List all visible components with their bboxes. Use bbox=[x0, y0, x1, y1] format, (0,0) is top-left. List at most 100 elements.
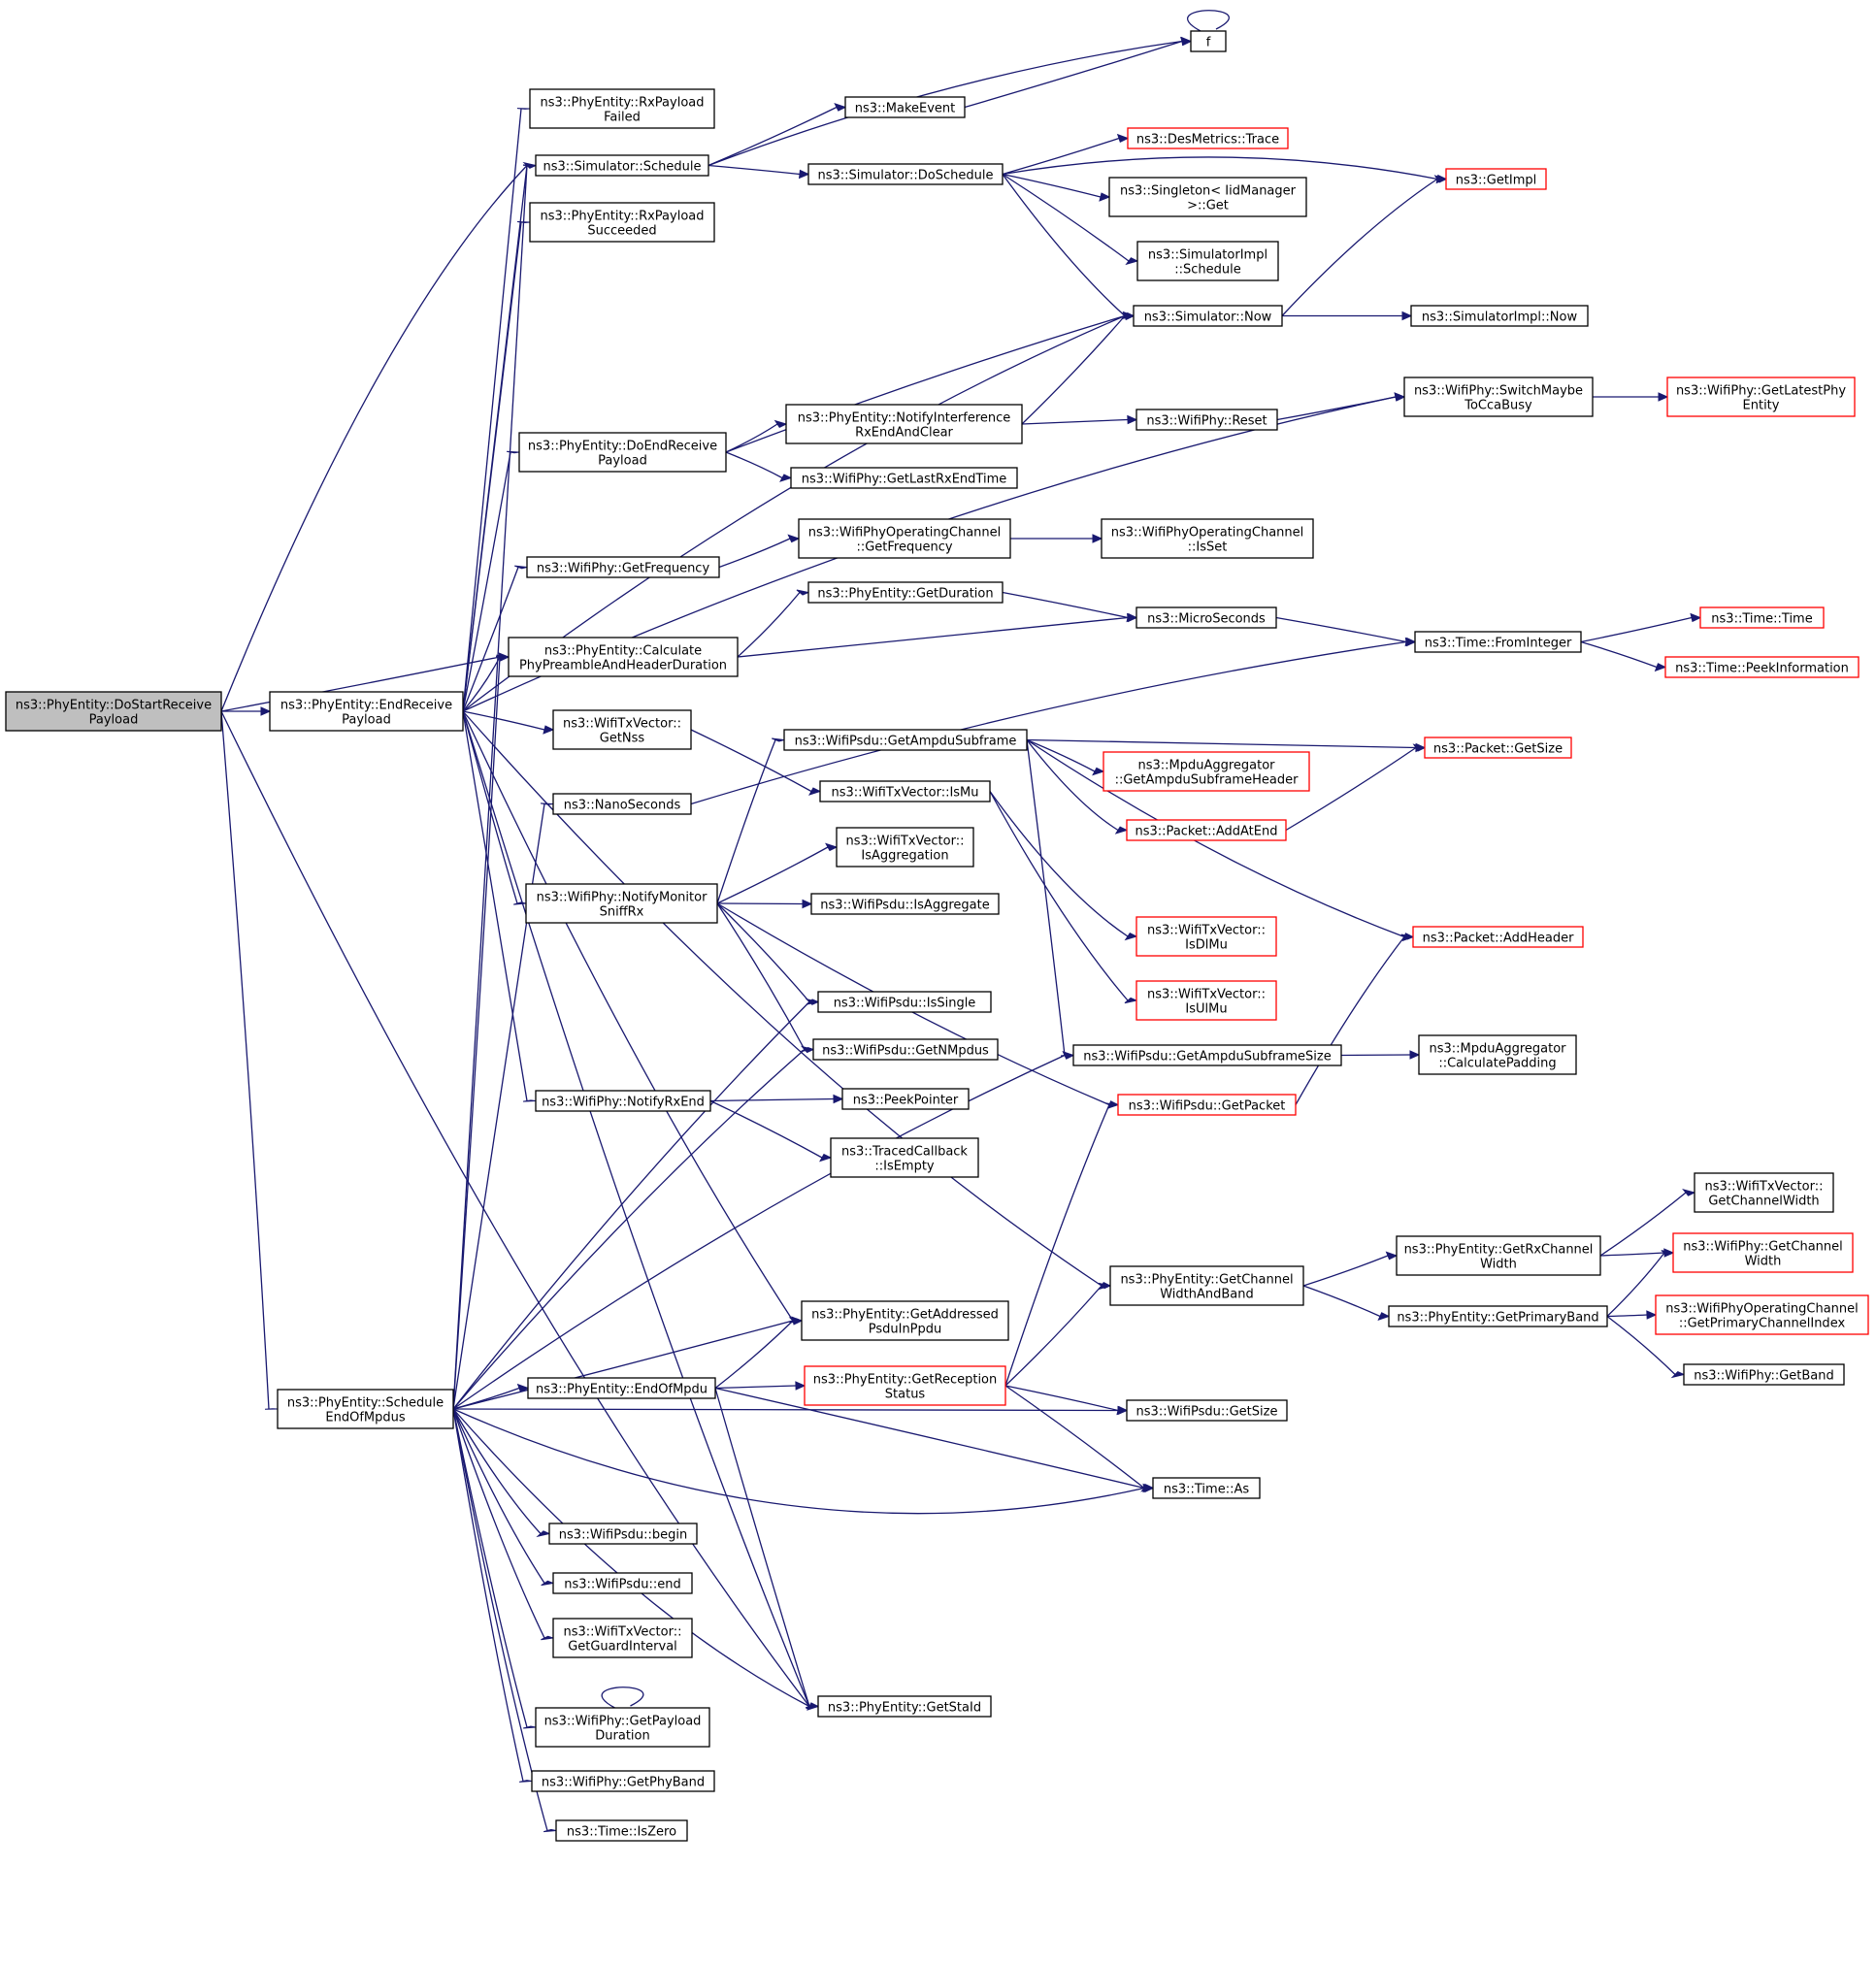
node-isaggregate[interactable]: ns3::WifiPsdu::IsAggregate bbox=[810, 893, 1000, 915]
node-label-line: ns3::WifiPhy::GetFrequency bbox=[537, 562, 710, 576]
node-fromint[interactable]: ns3::Time::FromInteger bbox=[1414, 631, 1582, 653]
node-sim_sched[interactable]: ns3::Simulator::Schedule bbox=[535, 154, 709, 177]
node-getnmpdus[interactable]: ns3::WifiPsdu::GetNMpdus bbox=[812, 1038, 999, 1061]
node-isdlmu[interactable]: ns3::WifiTxVector::IsDlMu bbox=[1135, 916, 1277, 957]
node-notifyrxend[interactable]: ns3::WifiPhy::NotifyRxEnd bbox=[535, 1090, 711, 1112]
call-edge-getfreq-to-opch_getfreq bbox=[718, 534, 801, 569]
node-box bbox=[790, 467, 1018, 489]
node-desmetrics[interactable]: ns3::DesMetrics::Trace bbox=[1127, 127, 1289, 149]
node-getband[interactable]: ns3::WifiPhy::GetBand bbox=[1683, 1363, 1845, 1386]
node-pktsize[interactable]: ns3::Packet::GetSize bbox=[1424, 737, 1572, 759]
node-timetime[interactable]: ns3::Time::Time bbox=[1699, 606, 1825, 629]
node-box bbox=[1127, 127, 1289, 149]
node-label-line: ns3::WifiPsdu::IsSingle bbox=[834, 997, 976, 1011]
node-microsec[interactable]: ns3::MicroSeconds bbox=[1135, 606, 1277, 629]
node-ampdusubsize[interactable]: ns3::WifiPsdu::GetAmpduSubframeSize bbox=[1072, 1044, 1342, 1066]
call-edge-sched_eom-to-getphyband bbox=[452, 1408, 533, 1783]
node-box bbox=[555, 1819, 688, 1842]
node-timeas[interactable]: ns3::Time::As bbox=[1152, 1477, 1261, 1499]
node-iszero[interactable]: ns3::Time::IsZero bbox=[555, 1819, 688, 1842]
node-psdusize[interactable]: ns3::WifiPsdu::GetSize bbox=[1126, 1399, 1288, 1422]
node-dosched[interactable]: ns3::Simulator::DoSchedule bbox=[807, 163, 1004, 185]
node-getphyband[interactable]: ns3::WifiPhy::GetPhyBand bbox=[531, 1770, 715, 1792]
node-wifireset[interactable]: ns3::WifiPhy::Reset bbox=[1135, 409, 1278, 431]
node-calcpre[interactable]: ns3::PhyEntity::CalculatePhyPreambleAndH… bbox=[508, 637, 739, 677]
self-loop-f bbox=[1186, 10, 1231, 32]
node-issingle[interactable]: ns3::WifiPsdu::IsSingle bbox=[817, 991, 992, 1013]
node-box bbox=[1699, 606, 1825, 629]
node-label-line: ns3::WifiPsdu::begin bbox=[559, 1528, 687, 1543]
node-isulmu[interactable]: ns3::WifiTxVector::IsUlMu bbox=[1135, 980, 1277, 1021]
node-label-line: ns3::PeekPointer bbox=[853, 1094, 959, 1108]
node-getfreq[interactable]: ns3::WifiPhy::GetFrequency bbox=[526, 556, 720, 578]
node-implnow[interactable]: ns3::SimulatorImpl::Now bbox=[1410, 305, 1589, 327]
node-notifyint[interactable]: ns3::PhyEntity::NotifyInterferenceRxEndA… bbox=[785, 404, 1023, 444]
node-getnss[interactable]: ns3::WifiTxVector::GetNss bbox=[552, 709, 692, 750]
node-label-line: ns3::WifiPhyOperatingChannel bbox=[1111, 526, 1304, 540]
node-peekinfo[interactable]: ns3::Time::PeekInformation bbox=[1664, 656, 1860, 678]
node-opch_primidx[interactable]: ns3::WifiPhyOperatingChannel::GetPrimary… bbox=[1655, 1294, 1869, 1335]
node-box bbox=[1414, 631, 1582, 653]
node-getstaid[interactable]: ns3::PhyEntity::GetStaId bbox=[817, 1695, 992, 1718]
node-psduend[interactable]: ns3::WifiPsdu::end bbox=[552, 1572, 693, 1594]
node-simnow[interactable]: ns3::Simulator::Now bbox=[1133, 305, 1283, 327]
node-box bbox=[1101, 518, 1314, 559]
call-edge-endrx-to-getfreq bbox=[462, 565, 528, 712]
node-singleton[interactable]: ns3::Singleton< IidManager>::Get bbox=[1108, 177, 1307, 217]
node-peekptr[interactable]: ns3::PeekPointer bbox=[841, 1088, 970, 1110]
node-getgi[interactable]: ns3::WifiTxVector::GetGuardInterval bbox=[552, 1618, 693, 1658]
node-phy_getchw[interactable]: ns3::WifiPhy::GetChannelWidth bbox=[1672, 1232, 1854, 1273]
node-implsched[interactable]: ns3::SimulatorImpl::Schedule bbox=[1136, 241, 1279, 281]
node-box bbox=[1126, 1399, 1288, 1422]
node-label-line: GetChannelWidth bbox=[1708, 1195, 1819, 1209]
node-label-line: f bbox=[1206, 36, 1211, 50]
node-endofmpdu[interactable]: ns3::PhyEntity::EndOfMpdu bbox=[527, 1377, 716, 1399]
node-getampdusub[interactable]: ns3::WifiPsdu::GetAmpduSubframe bbox=[783, 729, 1028, 751]
node-box bbox=[535, 154, 709, 177]
node-opch_getfreq[interactable]: ns3::WifiPhyOperatingChannel::GetFrequen… bbox=[798, 518, 1011, 559]
node-addatend[interactable]: ns3::Packet::AddAtEnd bbox=[1126, 819, 1287, 841]
node-getimpl[interactable]: ns3::GetImpl bbox=[1445, 168, 1547, 190]
node-label-line: ns3::WifiPhy::Reset bbox=[1146, 414, 1267, 429]
node-nanosec[interactable]: ns3::NanoSeconds bbox=[552, 793, 692, 815]
node-getdur[interactable]: ns3::PhyEntity::GetDuration bbox=[807, 581, 1004, 604]
node-label-line: ns3::GetImpl bbox=[1456, 174, 1537, 188]
node-txv_getchw[interactable]: ns3::WifiTxVector::GetChannelWidth bbox=[1694, 1172, 1834, 1213]
node-box bbox=[531, 1770, 715, 1792]
node-addheader[interactable]: ns3::Packet::AddHeader bbox=[1412, 926, 1584, 948]
node-makeevent[interactable]: ns3::MakeEvent bbox=[844, 96, 966, 118]
node-psdubegin[interactable]: ns3::WifiPsdu::begin bbox=[548, 1523, 698, 1545]
node-f[interactable]: f bbox=[1190, 30, 1227, 52]
node-label-line: ns3::MpduAggregator bbox=[1137, 759, 1275, 773]
node-ismu[interactable]: ns3::WifiTxVector::IsMu bbox=[819, 780, 991, 802]
call-edge-sched_eom-to-nanosec bbox=[452, 802, 554, 1410]
node-tcbempty[interactable]: ns3::TracedCallback::IsEmpty bbox=[830, 1137, 979, 1178]
node-label-line: Duration bbox=[595, 1729, 649, 1744]
node-opch_isset[interactable]: ns3::WifiPhyOperatingChannel::IsSet bbox=[1101, 518, 1314, 559]
node-box bbox=[1133, 305, 1283, 327]
node-mpdu_hdr[interactable]: ns3::MpduAggregator::GetAmpduSubframeHea… bbox=[1103, 751, 1310, 792]
node-box bbox=[830, 1137, 979, 1178]
node-isaggregation[interactable]: ns3::WifiTxVector::IsAggregation bbox=[836, 827, 974, 868]
node-calcpad[interactable]: ns3::MpduAggregator::CalculatePadding bbox=[1418, 1034, 1577, 1075]
node-getlastrx[interactable]: ns3::WifiPhy::GetLastRxEndTime bbox=[790, 467, 1018, 489]
node-getprimband[interactable]: ns3::PhyEntity::GetPrimaryBand bbox=[1388, 1305, 1608, 1327]
call-edge-getampdusub-to-mpdu_hdr bbox=[1026, 738, 1105, 776]
node-label-line: ns3::PhyEntity::RxPayload bbox=[540, 96, 704, 111]
node-box bbox=[1388, 1305, 1608, 1327]
node-label-line: ns3::Time::Time bbox=[1711, 612, 1812, 627]
node-getpacket[interactable]: ns3::WifiPsdu::GetPacket bbox=[1117, 1094, 1297, 1116]
